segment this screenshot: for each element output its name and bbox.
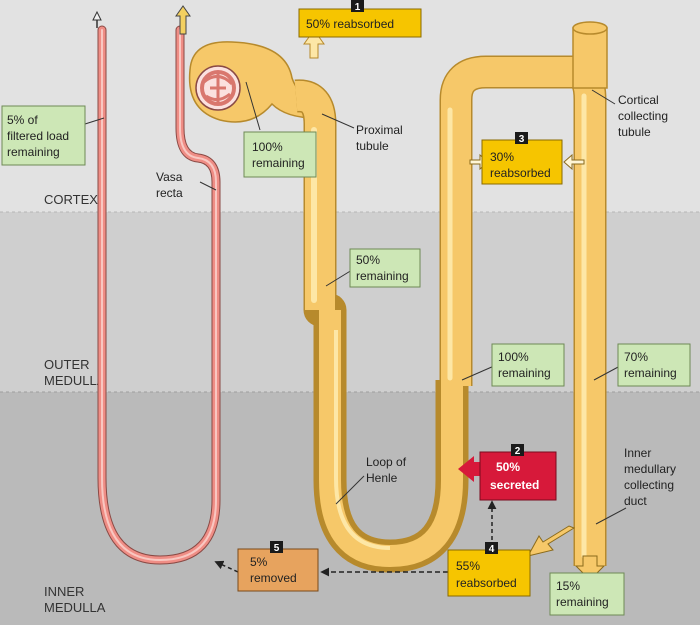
svg-text:4: 4 bbox=[489, 544, 495, 555]
step-2-badge: 2 bbox=[511, 444, 524, 457]
svg-text:50% reabsorbed: 50% reabsorbed bbox=[306, 17, 394, 31]
svg-text:3: 3 bbox=[519, 134, 525, 145]
proximal-tubule-and-loop bbox=[294, 79, 469, 573]
loop-of-henle-label: Loop of Henle bbox=[366, 455, 409, 485]
vasa-recta-outflow-arrow bbox=[92, 10, 102, 28]
cortex-label: CORTEX bbox=[44, 192, 98, 207]
filtered-load-box: 5% of filtered load remaining bbox=[1, 105, 86, 166]
glomerulus bbox=[188, 41, 317, 123]
svg-text:50% remaining: 50% remaining bbox=[356, 253, 409, 283]
step-3-box: 30% reabsorbed bbox=[481, 139, 563, 185]
step-4-badge: 4 bbox=[485, 542, 498, 555]
svg-text:2: 2 bbox=[515, 446, 521, 457]
inner-medullary-collecting-duct-label: Inner medullary collecting duct bbox=[624, 446, 679, 508]
cortical-remaining-box: 70% remaining bbox=[617, 343, 691, 387]
glomerulus-remaining-box: 100% remaining bbox=[243, 131, 317, 178]
outer-medulla-label: OUTER MEDULLA bbox=[44, 357, 106, 388]
svg-text:100% remaining: 100% remaining bbox=[252, 140, 305, 170]
proximal-remaining-box: 50% remaining bbox=[349, 248, 421, 288]
svg-text:30% reabsorbed: 30% reabsorbed bbox=[490, 150, 551, 180]
svg-text:50% secreted: 50% secreted bbox=[490, 460, 539, 492]
svg-text:70% remaining: 70% remaining bbox=[624, 350, 677, 380]
step-1-box: 50% reabsorbed bbox=[298, 8, 422, 38]
step-1-badge: 1 bbox=[351, 0, 364, 13]
duct-reabsorption-arrow bbox=[527, 525, 576, 557]
svg-text:5: 5 bbox=[274, 543, 280, 554]
svg-text:55% reabsorbed: 55% reabsorbed bbox=[456, 559, 517, 590]
svg-text:5% removed: 5% removed bbox=[250, 555, 297, 585]
vasa-recta-label: Vasa recta bbox=[156, 170, 186, 200]
step-4-box: 55% reabsorbed bbox=[447, 549, 531, 597]
inner-medulla-label: INNER MEDULLA bbox=[44, 584, 106, 615]
step-5-box: 5% removed bbox=[237, 548, 319, 592]
final-remaining-box: 15% remaining bbox=[549, 572, 625, 616]
leader-lines bbox=[84, 81, 627, 525]
step-2-box: 50% secreted bbox=[479, 451, 557, 501]
vasa-recta-inflow-arrow bbox=[175, 5, 191, 35]
vasa-recta bbox=[97, 25, 221, 565]
distal-tubule-and-collecting-duct bbox=[439, 21, 608, 566]
step-3-badge: 3 bbox=[515, 132, 528, 145]
cortical-collecting-tubule-label: Cortical collecting tubule bbox=[618, 93, 671, 139]
svg-text:100% remaining: 100% remaining bbox=[498, 350, 551, 380]
proximal-tubule-label: Proximal tubule bbox=[356, 123, 406, 153]
svg-text:5% of filtered load: 5% of filtered load remaining bbox=[7, 113, 72, 159]
svg-text:1: 1 bbox=[355, 2, 361, 13]
svg-text:15% remaining: 15% remaining bbox=[556, 579, 609, 609]
step-5-badge: 5 bbox=[270, 541, 283, 554]
loop-remaining-box: 100% remaining bbox=[491, 343, 565, 387]
